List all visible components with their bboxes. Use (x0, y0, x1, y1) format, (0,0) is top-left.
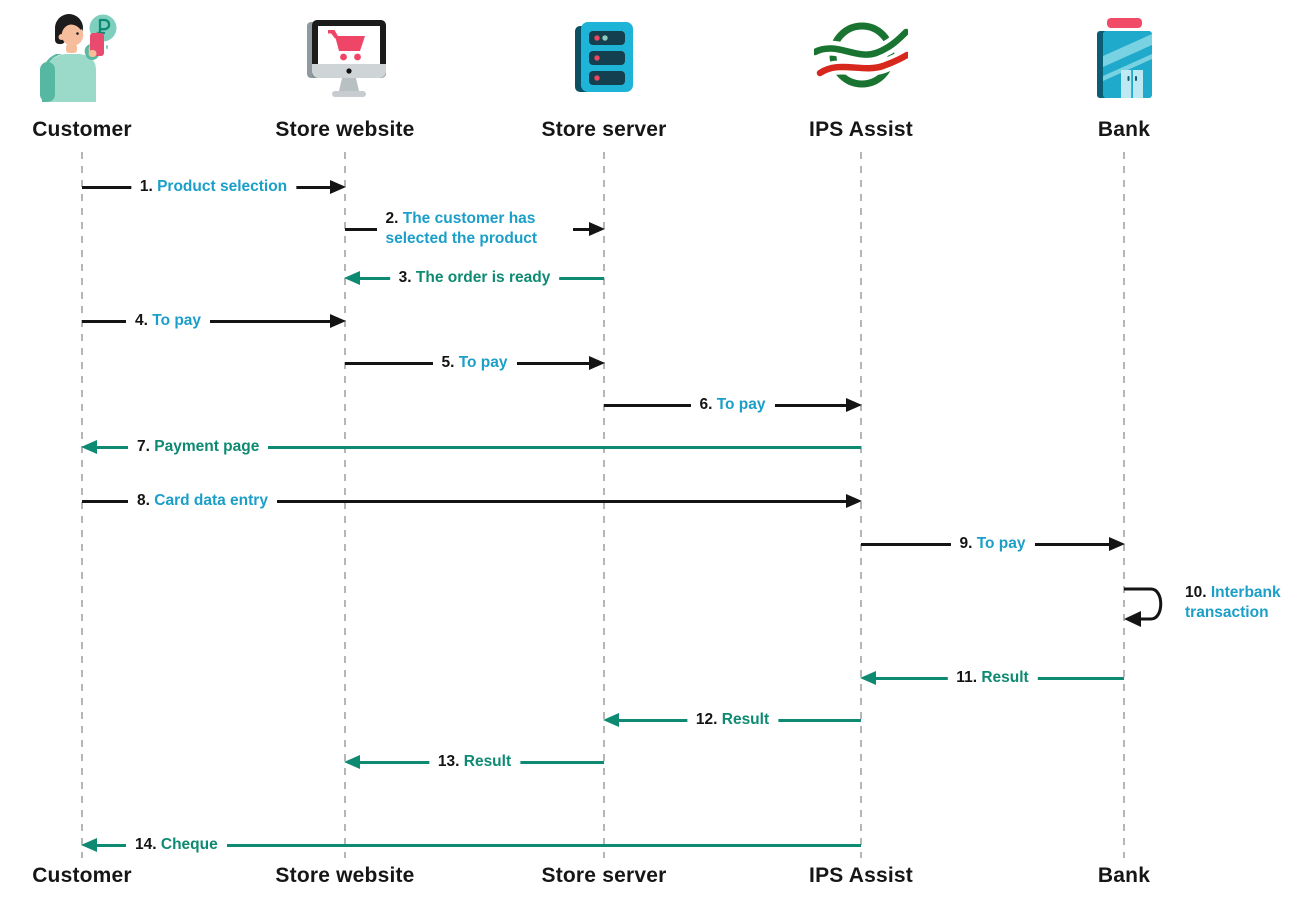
message-text: Result (981, 669, 1029, 686)
message-text: The customer has selected the product (385, 210, 538, 247)
actor-label-top-ips-assist: IPS Assist (809, 118, 913, 141)
message-number: 3. (398, 269, 412, 286)
arrowhead-icon (344, 754, 360, 769)
message-text: To pay (152, 312, 202, 329)
actor-label-bottom-store-server: Store server (541, 864, 667, 887)
message-1: 1. Product selection (82, 170, 346, 204)
message-number: 1. (139, 178, 153, 195)
message-text: To pay (976, 535, 1026, 552)
actor-label-bottom-ips-assist: IPS Assist (809, 864, 913, 887)
message-line (82, 499, 848, 503)
message-label-14: 14. Cheque (126, 835, 227, 855)
message-number: 2. (385, 210, 399, 227)
arrowhead-icon (330, 179, 346, 194)
message-8: 8. Card data entry (82, 484, 862, 518)
message-4: 4. To pay (82, 304, 346, 338)
message-label-1: 1. Product selection (130, 177, 297, 197)
message-text: The order is ready (415, 269, 551, 286)
message-number: 5. (441, 354, 455, 371)
message-text: To pay (716, 396, 766, 413)
message-text: Payment page (154, 438, 260, 455)
actor-label-top-store-website: Store website (275, 118, 415, 141)
arrowhead-icon (846, 493, 862, 508)
actor-label-bottom-store-website: Store website (275, 864, 415, 887)
message-number: 4. (135, 312, 148, 329)
actor-label-bottom-customer: Customer (32, 864, 132, 887)
arrowhead-icon (589, 221, 605, 236)
arrowhead-icon (1109, 536, 1125, 551)
message-14: 14. Cheque (81, 828, 861, 862)
message-label-9: 9. To pay (950, 534, 1035, 554)
message-line (95, 445, 861, 449)
arrowhead-icon (589, 355, 605, 370)
message-number: 9. (959, 535, 973, 552)
message-label-12: 12. Result (686, 710, 779, 730)
arrowhead-icon (81, 439, 97, 454)
customer-icon (30, 6, 134, 107)
message-2: 2. The customer has selected the product (345, 209, 605, 249)
bank-icon (1092, 18, 1156, 103)
message-label-4: 4. To pay (126, 311, 211, 331)
actor-label-bottom-bank: Bank (1097, 864, 1151, 887)
arrowhead-icon (81, 837, 97, 852)
message-label-10: 10. Interbank transaction (1185, 583, 1297, 623)
arrowhead-icon (330, 313, 346, 328)
message-13: 13. Result (344, 745, 604, 779)
message-number: 11. (956, 669, 978, 686)
lifeline-store-website (344, 152, 346, 858)
message-6: 6. To pay (604, 388, 862, 422)
message-number: 13. (437, 753, 460, 770)
message-number: 8. (137, 492, 150, 509)
message-number: 6. (699, 396, 713, 413)
message-label-5: 5. To pay (432, 353, 517, 373)
store-server-icon (571, 20, 637, 103)
message-text: Result (721, 711, 770, 728)
self-message-loop-10 (1124, 586, 1178, 637)
message-number: 7. (137, 438, 150, 455)
message-9: 9. To pay (861, 527, 1125, 561)
arrowhead-icon (860, 670, 876, 685)
actor-label-top-bank: Bank (1097, 118, 1151, 141)
message-label-8: 8. Card data entry (128, 491, 277, 511)
store-website-icon (301, 20, 389, 105)
message-12: 12. Result (603, 703, 861, 737)
message-label-7: 7. Payment page (128, 437, 269, 457)
arrowhead-icon (603, 712, 619, 727)
message-label-11: 11. Result (947, 668, 1038, 688)
actor-label-top-store-server: Store server (541, 118, 667, 141)
message-label-13: 13. Result (428, 752, 521, 772)
message-text: To pay (458, 354, 508, 371)
message-number: 12. (695, 711, 718, 728)
arrowhead-icon (344, 270, 360, 285)
arrowhead-icon (846, 397, 862, 412)
message-text: Result (463, 753, 512, 770)
actor-label-top-customer: Customer (32, 118, 132, 141)
message-text: Product selection (157, 178, 288, 195)
message-7: 7. Payment page (81, 430, 861, 464)
message-5: 5. To pay (345, 346, 605, 380)
message-label-6: 6. To pay (690, 395, 775, 415)
message-label-3: 3. The order is ready (389, 268, 560, 288)
message-3: 3. The order is ready (344, 261, 604, 295)
lifeline-customer (81, 152, 83, 858)
message-text: Interbank transaction (1185, 584, 1281, 621)
message-number: 10. (1185, 584, 1207, 601)
message-text: Cheque (160, 836, 218, 853)
ips-assist-icon (806, 14, 916, 101)
lifeline-store-server (603, 152, 605, 858)
message-text: Card data entry (154, 492, 268, 509)
message-label-2: 2. The customer has selected the product (376, 209, 573, 249)
lifeline-bank (1123, 152, 1125, 858)
message-number: 14. (135, 836, 157, 853)
message-line (95, 843, 861, 847)
message-11: 11. Result (860, 661, 1124, 695)
